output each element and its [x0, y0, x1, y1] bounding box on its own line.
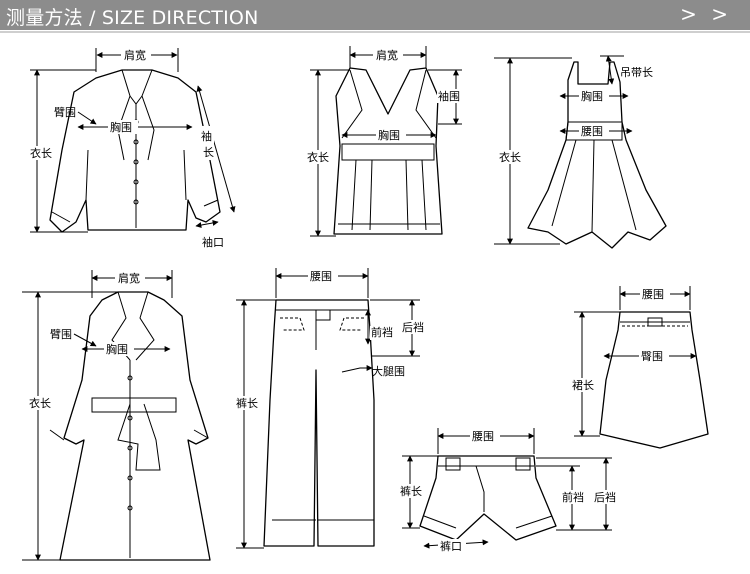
dress-waist-label: 腰围 — [581, 125, 603, 138]
coat-figure — [49, 291, 211, 561]
header-bar: 测量方法 / SIZE DIRECTION > > — [0, 0, 750, 30]
vest-shoulder-label: 肩宽 — [376, 48, 398, 62]
shirt-cuff-label: 袖口 — [202, 235, 224, 249]
shirt-sleeve-len-label-2: 长 — [203, 146, 214, 159]
shirt-sleeve-circ-label: 臂围 — [54, 106, 76, 119]
coat-chest-label: 胸围 — [106, 342, 128, 356]
shirt-shoulder-label: 肩宽 — [124, 48, 146, 62]
shorts-length-label: 裤长 — [400, 484, 422, 498]
shirt-figure — [49, 69, 221, 233]
skirt-hip-label: 臀围 — [641, 350, 663, 363]
vest-figure — [333, 67, 443, 235]
coat-sleeve-circ-label: 臂围 — [50, 328, 72, 341]
vest-armhole-label: 袖围 — [438, 89, 460, 103]
coat-shoulder-label: 肩宽 — [118, 271, 140, 285]
skirt-waist-label: 腰围 — [642, 288, 664, 301]
next-arrows-icon[interactable]: > > — [680, 2, 732, 26]
skirt-length-label: 裙长 — [572, 379, 594, 392]
dress-length-label: 衣长 — [499, 150, 521, 164]
shorts-figure — [419, 455, 557, 541]
skirt-figure — [599, 311, 709, 449]
dress-figure — [527, 61, 667, 249]
pants-thigh-label: 大腿围 — [372, 364, 405, 378]
pants-length-label: 裤长 — [236, 396, 258, 410]
shorts-hem-label: 裤口 — [440, 539, 462, 553]
shorts-waist-label: 腰围 — [472, 430, 494, 443]
pants-figure — [263, 299, 375, 547]
page-title: 测量方法 / SIZE DIRECTION — [6, 7, 259, 29]
dress-strap-label: 吊带长 — [620, 66, 653, 79]
coat-length-label: 衣长 — [29, 396, 51, 410]
shirt-length-label: 衣长 — [30, 146, 52, 160]
shirt-sleeve-len-label-1: 袖 — [201, 129, 212, 143]
shorts-front-rise-label: 前裆 — [562, 490, 584, 504]
vest-chest-label: 胸围 — [378, 128, 400, 142]
shorts-back-rise-label: 后裆 — [594, 491, 616, 504]
pants-front-rise-label: 前裆 — [371, 325, 393, 339]
shirt-chest-label: 胸围 — [110, 120, 132, 134]
pants-waist-label: 腰围 — [310, 270, 332, 283]
header-divider — [0, 31, 750, 33]
vest-length-label: 衣长 — [307, 150, 329, 164]
dress-chest-label: 胸围 — [581, 89, 603, 103]
pants-back-rise-label: 后裆 — [402, 321, 424, 334]
